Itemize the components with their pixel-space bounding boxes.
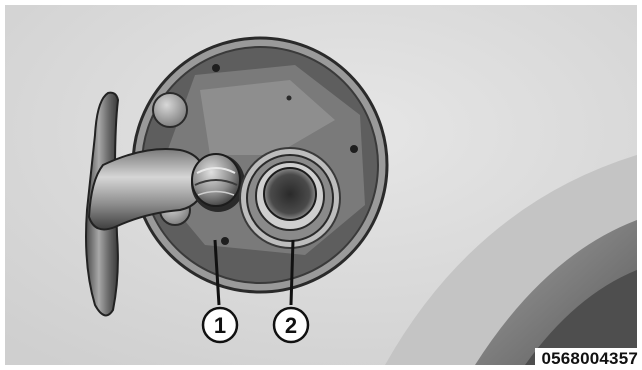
fuel-door-illustration: 1 2 (5, 5, 637, 365)
image-id-label: 0568004357 (535, 348, 642, 370)
callout-1: 1 (203, 308, 237, 342)
screw-hole (350, 145, 358, 153)
door-bumper (153, 93, 187, 127)
callout-2-label: 2 (285, 313, 297, 338)
callout-1-label: 1 (214, 313, 226, 338)
callout-2: 2 (274, 308, 308, 342)
fuel-door-drawing: 1 2 (5, 5, 637, 365)
screw-hole (287, 96, 292, 101)
filler-neck-opening (264, 168, 316, 220)
screw-hole (221, 237, 229, 245)
screw-hole (212, 64, 220, 72)
callout-leader-2 (291, 240, 293, 305)
